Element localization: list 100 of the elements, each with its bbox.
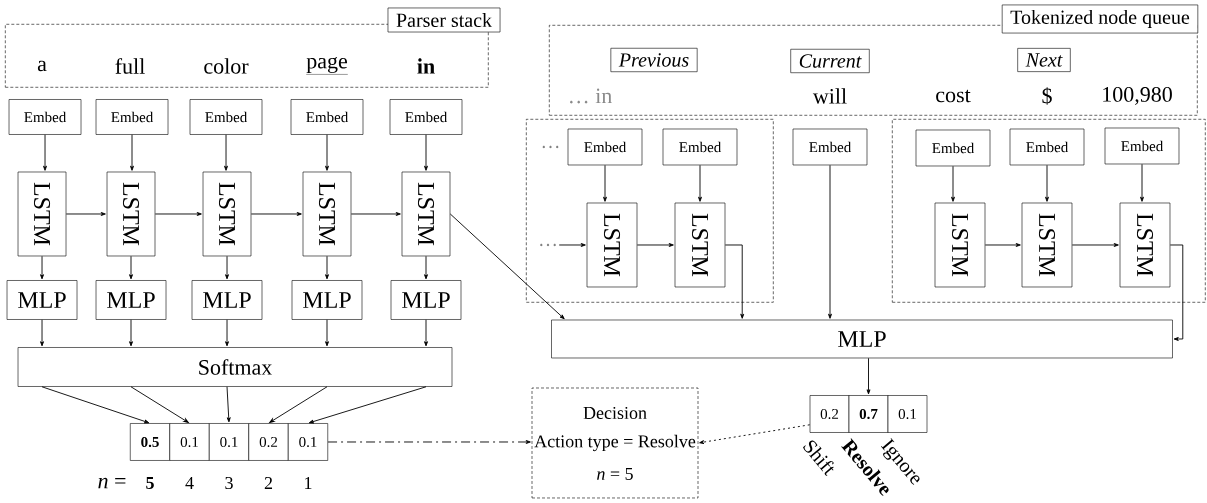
probability-cell: 0.5	[129, 423, 171, 461]
embed-box: Embed	[290, 99, 364, 135]
arrow	[1169, 244, 1184, 341]
arrow	[424, 255, 428, 280]
arrow	[1045, 164, 1049, 202]
embed-box: Embed	[567, 128, 643, 166]
arrow	[984, 243, 1021, 247]
index-number: 3	[225, 476, 233, 490]
arrow	[225, 255, 229, 280]
arrow	[129, 319, 133, 347]
embed-box: Embed	[189, 99, 263, 135]
arrow	[699, 424, 811, 445]
arrow	[866, 357, 871, 395]
mlp-box: MLP	[390, 280, 462, 320]
arrow	[154, 212, 202, 216]
ellipsis: …	[542, 145, 559, 149]
ellipsis: …	[540, 243, 556, 247]
lstm-box: LSTM	[1021, 202, 1073, 288]
mlp-box: MLP	[95, 280, 167, 320]
token-word: color	[204, 58, 249, 74]
arrow	[40, 319, 44, 347]
token-word: 100,980	[1103, 87, 1172, 105]
embed-box: Embed	[1009, 128, 1085, 166]
probability-cell: 0.2	[248, 423, 289, 461]
index-number: 5	[146, 477, 154, 489]
group-label: Tokenized node queue	[1001, 4, 1199, 34]
arrow	[308, 386, 427, 424]
group-label: Previous	[610, 47, 698, 73]
token-word: full	[115, 58, 145, 74]
group-label: Parser stack	[387, 7, 501, 33]
arrow	[1140, 163, 1144, 202]
lstm-box: LSTM	[106, 171, 156, 257]
arrow	[558, 243, 586, 247]
token-word: cost	[936, 89, 971, 103]
softmax-box: Softmax	[17, 347, 453, 387]
arrow	[828, 164, 832, 319]
embed-box: Embed	[389, 99, 463, 135]
arrow	[41, 386, 150, 424]
arrow	[250, 212, 302, 216]
arrow	[350, 212, 401, 216]
arrow	[636, 243, 674, 247]
arrow	[225, 319, 229, 347]
token-word: will	[812, 88, 847, 104]
embed-box: Embed	[95, 99, 169, 135]
arrow	[269, 386, 328, 423]
lstm-box: LSTM	[202, 171, 252, 257]
lstm-box: LSTM	[934, 202, 986, 288]
lstm-box: LSTM	[401, 171, 451, 257]
arrow	[226, 386, 231, 423]
group-label: Next	[1017, 48, 1071, 72]
arrow	[449, 213, 565, 320]
probability-cell: 0.1	[887, 395, 928, 433]
probability-cell: 0.1	[287, 423, 329, 461]
index-label: n =	[98, 477, 126, 489]
arrow	[724, 244, 745, 319]
arrow	[224, 134, 228, 171]
arrow	[130, 134, 134, 171]
lstm-box: LSTM	[1119, 202, 1171, 288]
lstm-box: LSTM	[17, 171, 67, 257]
arrow	[325, 255, 329, 280]
embed-box: Embed	[1104, 127, 1180, 165]
arrow	[1071, 243, 1119, 247]
index-number: 1	[305, 477, 312, 489]
embed-box: Embed	[662, 128, 738, 166]
mlp-box: MLP	[6, 280, 78, 320]
embed-box: Embed	[915, 129, 991, 167]
mlp-box: MLP	[291, 280, 363, 320]
lstm-box: LSTM	[586, 202, 638, 288]
index-number: 4	[185, 477, 194, 489]
dashed-frame	[892, 119, 1206, 303]
arrow	[327, 440, 531, 444]
arrow	[424, 134, 428, 171]
mlp-box: MLP	[191, 280, 263, 320]
arrow	[951, 165, 955, 202]
token-word: page	[306, 56, 348, 75]
arrow	[130, 386, 189, 423]
arrow	[424, 319, 428, 347]
decision-box: Decision Action type = Resolve n = 5	[531, 387, 699, 499]
arrow	[325, 134, 329, 171]
token-word: … in	[570, 88, 612, 104]
lstm-box: LSTM	[674, 202, 726, 288]
arrow	[325, 319, 329, 347]
token-word: $	[1042, 87, 1052, 105]
dashed-frame	[526, 119, 774, 303]
embed-box: Embed	[8, 99, 82, 135]
lstm-box: LSTM	[302, 171, 352, 257]
group-label: Current	[790, 48, 870, 74]
probability-cell: 0.2	[809, 395, 850, 433]
arrow	[603, 164, 607, 202]
probability-cell: 0.1	[169, 423, 210, 461]
probability-cell: 0.1	[208, 423, 250, 461]
arrow	[40, 255, 44, 280]
mlp-box: MLP	[551, 319, 1173, 359]
index-number: 2	[264, 477, 273, 489]
arrow	[43, 134, 47, 171]
embed-box: Embed	[792, 128, 868, 166]
arrow	[129, 255, 133, 280]
token-word: in	[417, 58, 435, 74]
probability-cell: 0.7	[848, 395, 889, 433]
token-word: a	[37, 60, 47, 72]
